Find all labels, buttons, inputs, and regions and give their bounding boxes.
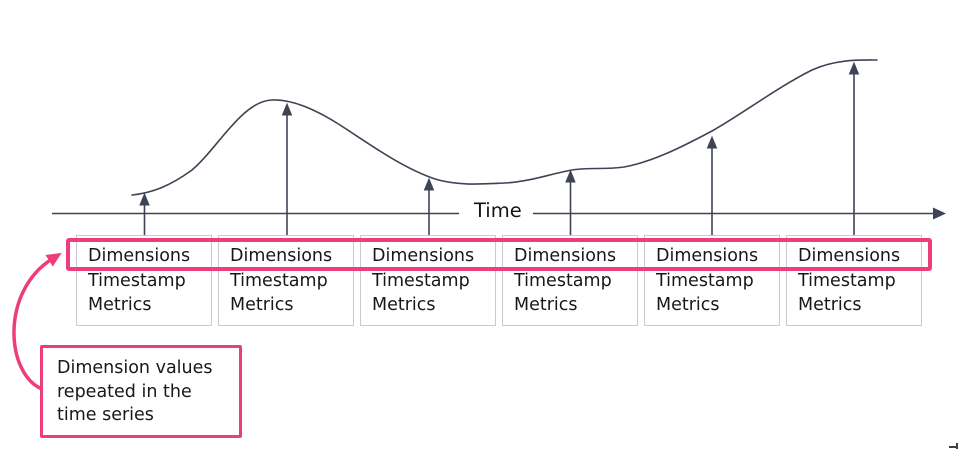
record-timestamp: Timestamp: [798, 270, 896, 291]
dimensions-highlight-band: [66, 238, 932, 271]
record-timestamp: Timestamp: [88, 270, 186, 291]
value-arrows: [139, 61, 860, 235]
callout-text: Dimension values repeated in the time se…: [57, 358, 213, 425]
artifact-mark: [949, 443, 959, 450]
record-metrics: Metrics: [230, 295, 294, 315]
record-metrics: Metrics: [88, 295, 152, 315]
callout-box: Dimension values repeated in the time se…: [40, 345, 242, 438]
record-dimensions: Dimensions: [514, 246, 617, 266]
record-metrics: Metrics: [798, 295, 862, 315]
record-box-5: Dimensions Timestamp Metrics: [644, 235, 780, 326]
record-timestamp: Timestamp: [372, 270, 470, 291]
record-box-3: Dimensions Timestamp Metrics: [360, 235, 496, 326]
record-metrics: Metrics: [656, 295, 720, 315]
record-box-1: Dimensions Timestamp Metrics: [76, 235, 212, 326]
record-dimensions: Dimensions: [372, 246, 475, 266]
record-box-4: Dimensions Timestamp Metrics: [502, 235, 638, 326]
record-dimensions: Dimensions: [88, 246, 191, 266]
record-dimensions: Dimensions: [230, 246, 333, 266]
record-metrics: Metrics: [514, 295, 578, 315]
record-dimensions: Dimensions: [656, 246, 759, 266]
record-timestamp: Timestamp: [230, 270, 328, 291]
record-timestamp: Timestamp: [656, 270, 754, 291]
record-box-6: Dimensions Timestamp Metrics: [786, 235, 922, 326]
record-box-2: Dimensions Timestamp Metrics: [218, 235, 354, 326]
time-series-curve: [131, 59, 878, 196]
callout-arrow: [12, 252, 62, 391]
time-axis-label: Time: [474, 199, 522, 222]
record-timestamp: Timestamp: [514, 270, 612, 291]
record-metrics: Metrics: [372, 295, 436, 315]
record-dimensions: Dimensions: [798, 246, 901, 266]
time-axis-arrowhead: [933, 207, 946, 220]
